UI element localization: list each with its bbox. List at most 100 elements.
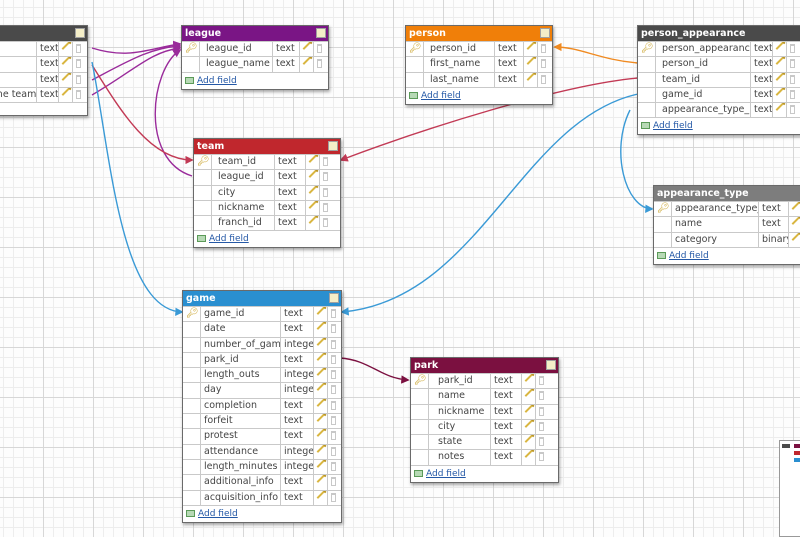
table-options-icon[interactable] bbox=[316, 28, 326, 38]
edit-icon bbox=[316, 368, 325, 377]
add-field-icon[interactable] bbox=[641, 122, 650, 130]
edit-icon bbox=[316, 307, 325, 315]
table-options-icon[interactable] bbox=[328, 141, 338, 151]
table-row[interactable]: length_outsinteger bbox=[183, 367, 341, 383]
add-field-link[interactable]: Add field bbox=[653, 121, 693, 132]
table-header[interactable]: park bbox=[411, 358, 558, 373]
table-header[interactable] bbox=[0, 26, 87, 41]
table-row[interactable]: number_of_gamesinteger bbox=[183, 336, 341, 352]
table-footer: Add field bbox=[183, 504, 341, 522]
primary-key-icon: 🔑︎ bbox=[657, 203, 670, 214]
add-field-link[interactable]: Add field bbox=[421, 90, 461, 101]
table-row[interactable]: text bbox=[0, 41, 87, 57]
table-footer: Add field bbox=[638, 117, 800, 134]
add-field-link[interactable]: Add field bbox=[198, 508, 238, 519]
table-header[interactable]: game bbox=[183, 291, 341, 306]
table-options-icon[interactable] bbox=[75, 28, 85, 38]
table-row[interactable]: attendanceinteger bbox=[183, 443, 341, 459]
edit-icon bbox=[791, 202, 800, 210]
add-field-icon[interactable] bbox=[186, 509, 195, 517]
add-field-icon[interactable] bbox=[185, 76, 194, 84]
minimap-block bbox=[794, 458, 800, 462]
table-row[interactable]: text bbox=[0, 56, 87, 72]
delete-icon bbox=[76, 44, 81, 53]
add-field-icon[interactable] bbox=[414, 469, 423, 477]
table-header[interactable]: league bbox=[182, 26, 328, 41]
table-options-icon[interactable] bbox=[329, 293, 339, 303]
edit-icon bbox=[316, 322, 325, 331]
add-field-icon[interactable] bbox=[409, 91, 418, 99]
table-person-appearance[interactable]: person_appearance 🔑︎person_appearance_id… bbox=[637, 25, 800, 136]
table-row[interactable]: dayinteger bbox=[183, 382, 341, 398]
add-field-link[interactable]: Add field bbox=[209, 234, 249, 245]
table-header[interactable]: team bbox=[194, 139, 340, 154]
link-pa-person bbox=[553, 42, 639, 64]
primary-key-icon: 🔑︎ bbox=[186, 308, 199, 319]
add-field-icon[interactable] bbox=[657, 251, 666, 259]
minimap[interactable] bbox=[779, 440, 800, 537]
table-footer: Add field bbox=[406, 86, 552, 104]
delete-icon bbox=[539, 376, 544, 385]
table-options-icon[interactable] bbox=[546, 360, 556, 370]
add-field-link[interactable]: Add field bbox=[669, 250, 709, 261]
table-header[interactable]: appearance_type bbox=[654, 186, 800, 201]
table-row[interactable]: categorybinary bbox=[654, 231, 800, 247]
edit-icon bbox=[524, 404, 533, 413]
table-row[interactable]: length_minutesinteger bbox=[183, 458, 341, 475]
table-footer: Add field bbox=[411, 464, 558, 482]
delete-icon bbox=[790, 105, 795, 115]
primary-key-icon: 🔑︎ bbox=[197, 156, 210, 167]
add-field-icon[interactable] bbox=[197, 235, 206, 243]
edit-icon bbox=[316, 414, 325, 422]
delete-icon bbox=[317, 44, 322, 53]
edit-icon bbox=[775, 72, 784, 81]
add-field-link[interactable]: Add field bbox=[197, 75, 237, 86]
table-options-icon[interactable] bbox=[540, 28, 550, 38]
add-field-link[interactable]: Add field bbox=[426, 468, 466, 479]
table-header[interactable]: person bbox=[406, 26, 552, 41]
delete-icon bbox=[539, 437, 544, 447]
table-row[interactable]: text bbox=[0, 71, 87, 87]
table-appearance-type[interactable]: appearance_type 🔑︎appearance_type_idtext… bbox=[653, 185, 800, 265]
table-header[interactable]: person_appearance bbox=[638, 26, 800, 41]
edit-icon bbox=[316, 337, 325, 346]
